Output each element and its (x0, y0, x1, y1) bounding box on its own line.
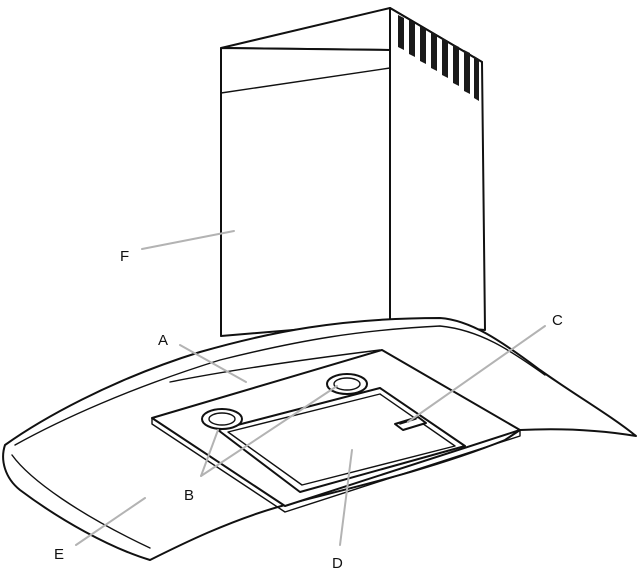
callout-a: A (158, 332, 168, 349)
canopy-lower-rim (11, 454, 151, 549)
canopy-rim (14, 325, 546, 446)
callout-f: F (120, 248, 129, 265)
light-right (326, 373, 368, 395)
chimney-front-face (220, 47, 391, 337)
leader-d (339, 449, 353, 546)
leader-f (141, 230, 235, 250)
underside-plate-edge (151, 417, 521, 513)
leader-lines (75, 230, 546, 546)
leader-b-right (200, 385, 338, 477)
chimney (220, 7, 486, 337)
canopy-inner-line (169, 349, 381, 383)
callout-e: E (54, 546, 64, 563)
callout-d: D (332, 555, 343, 572)
ventilation-grille (398, 15, 479, 101)
callout-b: B (184, 487, 194, 504)
leader-a (179, 344, 247, 383)
chimney-band-line (220, 67, 391, 94)
light-left (201, 408, 243, 430)
leader-c (407, 325, 546, 423)
grease-filter-inner (227, 393, 456, 486)
chimney-side-face (389, 7, 486, 331)
leader-e (75, 497, 146, 546)
callout-labels: A B C D E F (54, 248, 563, 572)
grease-filter (217, 387, 466, 493)
underside-panel (151, 349, 521, 513)
callout-c: C (552, 312, 563, 329)
leader-b-left (200, 429, 219, 477)
